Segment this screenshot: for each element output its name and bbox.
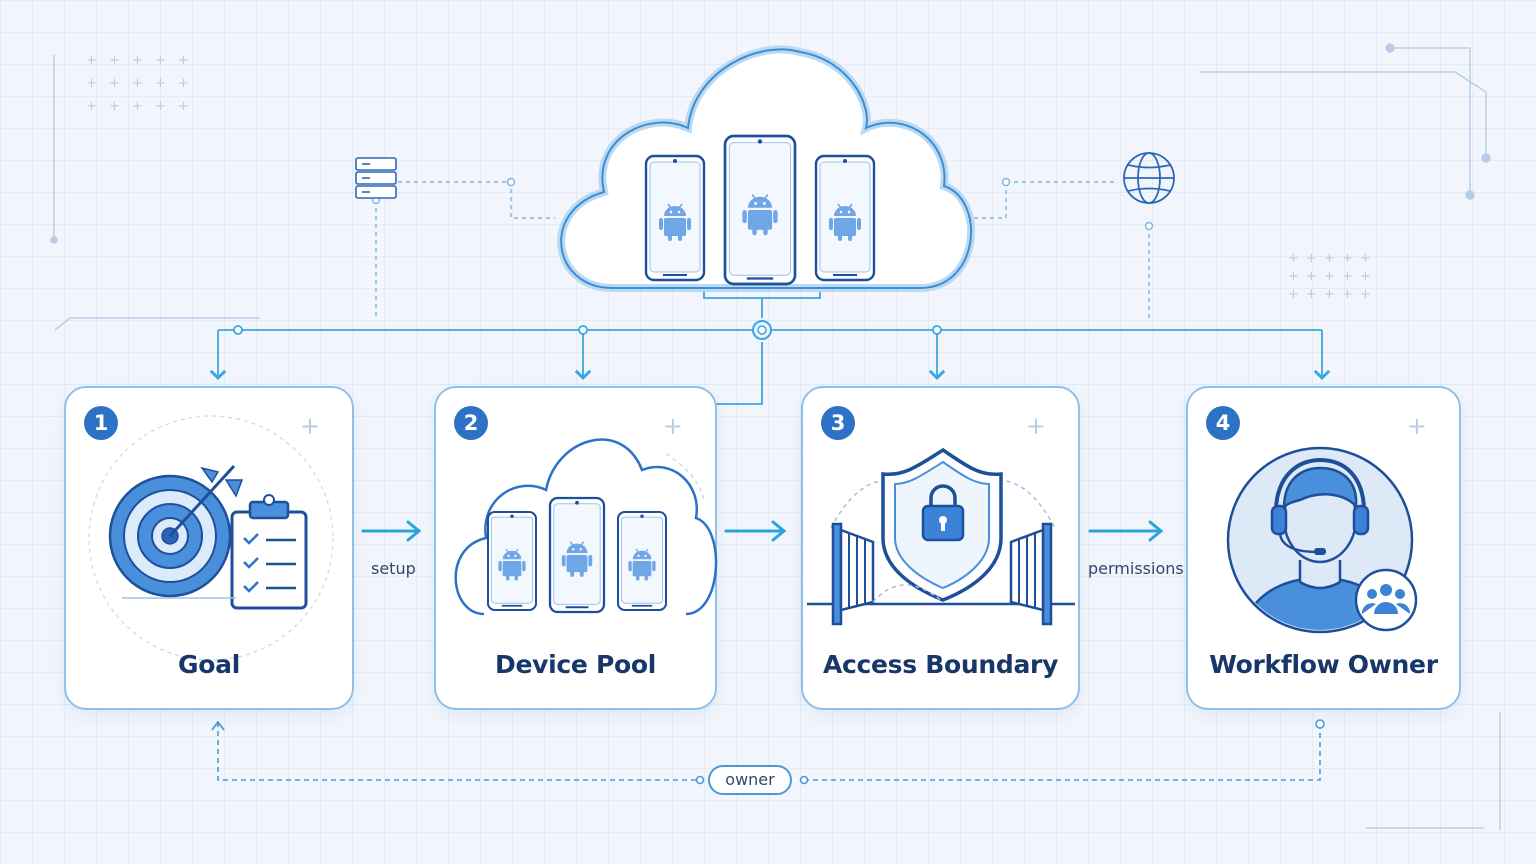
svg-text:+: + bbox=[86, 76, 97, 91]
svg-text:+: + bbox=[1360, 287, 1371, 302]
svg-text:+: + bbox=[1342, 287, 1353, 302]
step-card-goal[interactable]: 1 + Goal bbox=[64, 386, 354, 710]
flow-arrows bbox=[361, 520, 1164, 542]
android-phone-icon bbox=[616, 510, 668, 612]
svg-text:+: + bbox=[132, 53, 143, 68]
server-icon bbox=[355, 157, 397, 199]
svg-text:+: + bbox=[132, 99, 143, 114]
globe-icon bbox=[1123, 152, 1175, 204]
step-card-workflow-owner[interactable]: 4 + Workflow Owner bbox=[1186, 386, 1461, 710]
svg-text:+: + bbox=[1324, 251, 1335, 266]
svg-text:+: + bbox=[1288, 251, 1299, 266]
group-icon bbox=[1354, 568, 1418, 632]
side-dashed-links bbox=[375, 181, 1150, 320]
cloud-icon bbox=[454, 438, 718, 616]
svg-text:+: + bbox=[1306, 287, 1317, 302]
svg-text:+: + bbox=[1288, 287, 1299, 302]
svg-text:+: + bbox=[178, 99, 189, 114]
svg-text:+: + bbox=[1324, 287, 1335, 302]
corner-decoration bbox=[50, 43, 1501, 830]
svg-text:+: + bbox=[109, 76, 120, 91]
step-badge: 2 bbox=[454, 406, 488, 440]
android-phone-icon bbox=[548, 496, 606, 614]
svg-text:+: + bbox=[109, 53, 120, 68]
dot-grid-top-left: + + + + + + + + + + + + + + + + + + + + + + + + + + + + + + bbox=[86, 53, 1371, 302]
svg-text:+: + bbox=[155, 76, 166, 91]
svg-text:+: + bbox=[132, 76, 143, 91]
plus-icon: + bbox=[1406, 412, 1427, 440]
plus-icon: + bbox=[1025, 412, 1046, 440]
gate-icon bbox=[807, 522, 1075, 626]
step-card-access-boundary[interactable]: 3 + Access Boundary bbox=[801, 386, 1080, 710]
permissions-label: permissions bbox=[1088, 559, 1184, 578]
svg-text:+: + bbox=[86, 99, 97, 114]
step-badge: 1 bbox=[84, 406, 118, 440]
step-badge: 3 bbox=[821, 406, 855, 440]
owner-label: owner bbox=[708, 765, 792, 795]
svg-text:+: + bbox=[1324, 269, 1335, 284]
step-title: Goal bbox=[178, 650, 240, 679]
svg-text:+: + bbox=[1342, 269, 1353, 284]
step-title: Device Pool bbox=[495, 650, 656, 679]
owner-loop bbox=[217, 722, 1321, 781]
shield-lock-icon bbox=[807, 447, 1075, 626]
checklist-icon bbox=[230, 494, 308, 610]
svg-text:+: + bbox=[178, 76, 189, 91]
svg-text:+: + bbox=[1360, 251, 1371, 266]
android-phone-icon bbox=[486, 510, 538, 612]
android-phone-icon bbox=[723, 134, 797, 286]
svg-text:+: + bbox=[1306, 269, 1317, 284]
setup-label: setup bbox=[371, 559, 416, 578]
android-phone-icon bbox=[814, 154, 876, 282]
svg-text:+: + bbox=[1342, 251, 1353, 266]
step-card-device-pool[interactable]: 2 + Device Pool bbox=[434, 386, 718, 710]
plus-icon: + bbox=[299, 412, 320, 440]
svg-text:+: + bbox=[155, 99, 166, 114]
svg-text:+: + bbox=[1306, 251, 1317, 266]
target-icon bbox=[88, 415, 334, 661]
step-badge: 4 bbox=[1206, 406, 1240, 440]
step-title: Workflow Owner bbox=[1209, 650, 1438, 679]
svg-text:+: + bbox=[1288, 269, 1299, 284]
step-title: Access Boundary bbox=[822, 650, 1059, 679]
android-phone-icon bbox=[644, 154, 706, 282]
plus-icon: + bbox=[662, 412, 683, 440]
headset-person-icon bbox=[1226, 446, 1418, 634]
svg-text:+: + bbox=[86, 53, 97, 68]
svg-text:+: + bbox=[109, 99, 120, 114]
svg-text:+: + bbox=[1360, 269, 1371, 284]
svg-text:+: + bbox=[155, 53, 166, 68]
svg-text:+: + bbox=[178, 53, 189, 68]
